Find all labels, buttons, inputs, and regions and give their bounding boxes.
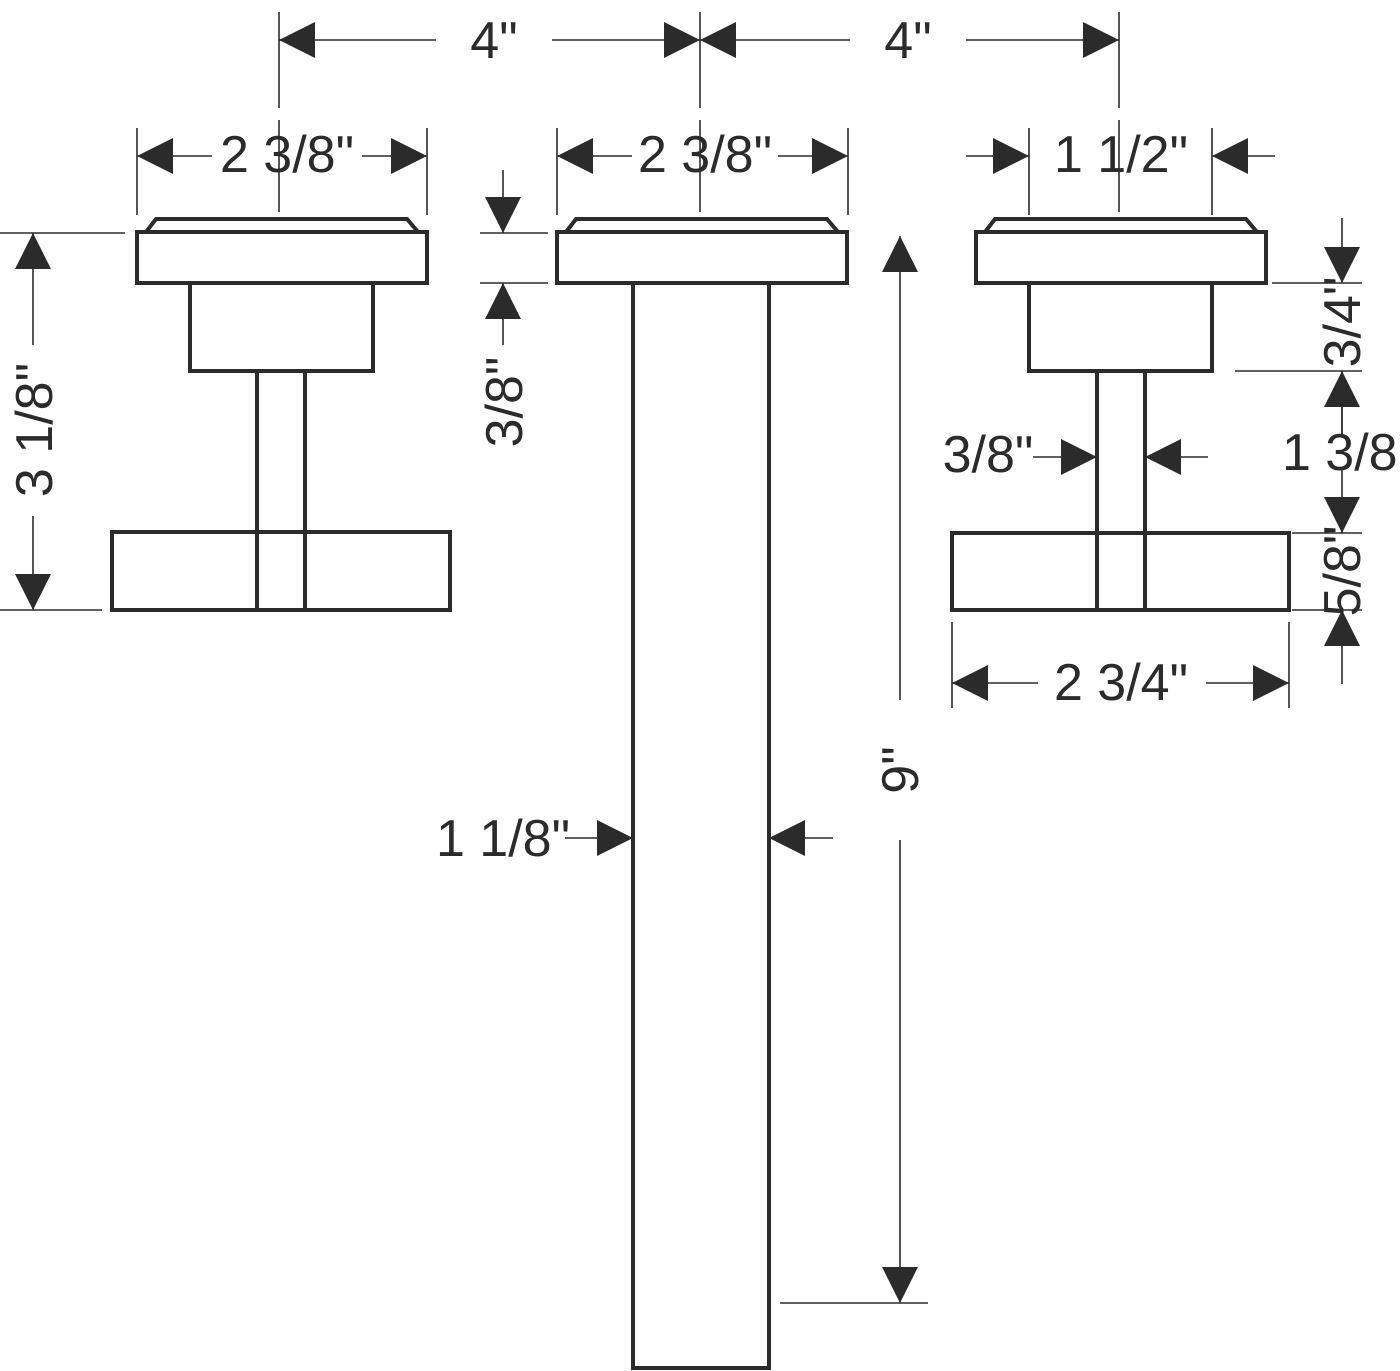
left-handle-base [110, 530, 452, 612]
spout-flange [555, 230, 849, 285]
left-handle-flange [135, 230, 429, 285]
left-handle [110, 217, 452, 612]
label-right-top-height: 3/4" [1314, 277, 1372, 368]
label-right-stem-width: 3/8" [943, 426, 1034, 484]
dimension-lines [14, 22, 1360, 1303]
right-handle [950, 217, 1291, 612]
label-spout-flange-height: 3/8" [476, 357, 534, 448]
spout-body [631, 281, 771, 1370]
dimension-labels: 4" 4" 2 3/8" 2 3/8" 1 1/2" 3 1/8" 3/8" 9… [6, 12, 1400, 868]
label-spout-width: 1 1/8" [436, 810, 570, 868]
label-right-stem-height: 1 3/8" [1282, 424, 1400, 482]
spout [555, 217, 849, 1370]
left-handle-body [188, 281, 375, 373]
label-left-handle-width: 2 3/8" [220, 126, 354, 184]
right-handle-flange [974, 230, 1268, 285]
right-handle-body [1027, 281, 1214, 373]
label-spout-length: 9" [872, 746, 930, 793]
label-right-base-height: 5/8" [1314, 526, 1372, 617]
label-spacing-right: 4" [884, 12, 931, 70]
label-left-handle-height: 3 1/8" [6, 363, 64, 497]
label-right-base-width: 2 3/4" [1054, 654, 1188, 712]
label-spout-flange-width: 2 3/8" [638, 126, 772, 184]
right-handle-base [950, 531, 1291, 612]
label-spacing-left: 4" [470, 12, 517, 70]
label-right-cap-width: 1 1/2" [1054, 126, 1188, 184]
